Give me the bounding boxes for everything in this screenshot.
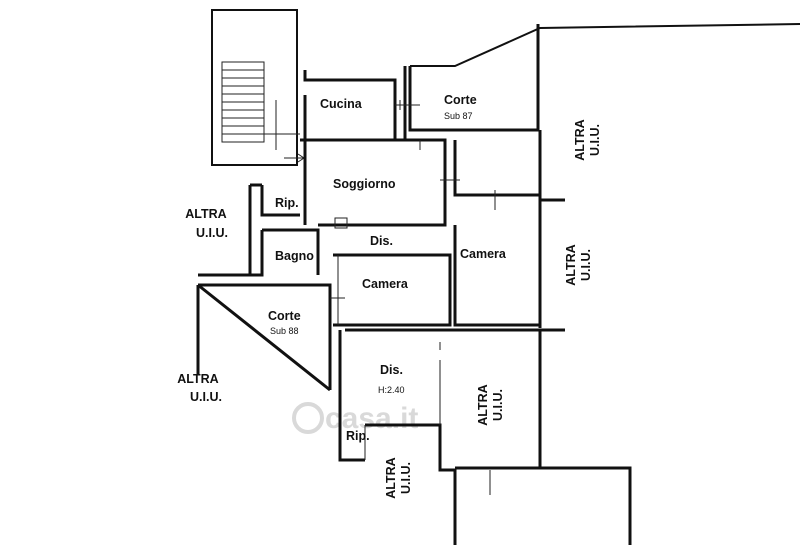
other-unit-right-mid-line1: ALTRA — [564, 244, 578, 285]
room-soggiorno: Soggiorno — [333, 177, 396, 191]
other-unit-right-top-line2: U.I.U. — [588, 124, 602, 156]
room-dis-bottom-height: H:2.40 — [378, 385, 405, 395]
room-bagno: Bagno — [275, 249, 314, 263]
other-unit-left-top-line2: U.I.U. — [196, 226, 228, 240]
other-unit-left-bottom-line1: ALTRA — [177, 372, 218, 386]
room-dis-bottom: Dis. — [380, 363, 403, 377]
other-unit-labels: ALTRA U.I.U. ALTRA U.I.U. ALTRA U.I.U. A… — [177, 119, 602, 498]
room-corte-left: Corte — [268, 309, 301, 323]
room-corte-top: Corte — [444, 93, 477, 107]
room-corte-left-sub: Sub 88 — [270, 326, 299, 336]
other-unit-center-line1: ALTRA — [476, 384, 490, 425]
room-labels: Cucina Corte Sub 87 Soggiorno Rip. Dis. … — [268, 93, 507, 443]
room-rip-top: Rip. — [275, 196, 299, 210]
room-camera-right: Camera — [460, 247, 507, 261]
other-unit-bottom-line2: U.I.U. — [399, 462, 413, 494]
walls — [196, 23, 800, 545]
other-unit-center-line2: U.I.U. — [491, 389, 505, 421]
other-unit-right-mid-line2: U.I.U. — [579, 249, 593, 281]
room-dis-top: Dis. — [370, 234, 393, 248]
other-unit-left-top-line1: ALTRA — [185, 207, 226, 221]
room-corte-top-sub: Sub 87 — [444, 111, 473, 121]
room-camera-mid: Camera — [362, 277, 409, 291]
room-rip-bottom: Rip. — [346, 429, 370, 443]
staircase — [211, 9, 305, 166]
other-unit-right-top-line1: ALTRA — [573, 119, 587, 160]
room-cucina: Cucina — [320, 97, 363, 111]
other-unit-left-bottom-line2: U.I.U. — [190, 390, 222, 404]
other-unit-bottom-line1: ALTRA — [384, 457, 398, 498]
